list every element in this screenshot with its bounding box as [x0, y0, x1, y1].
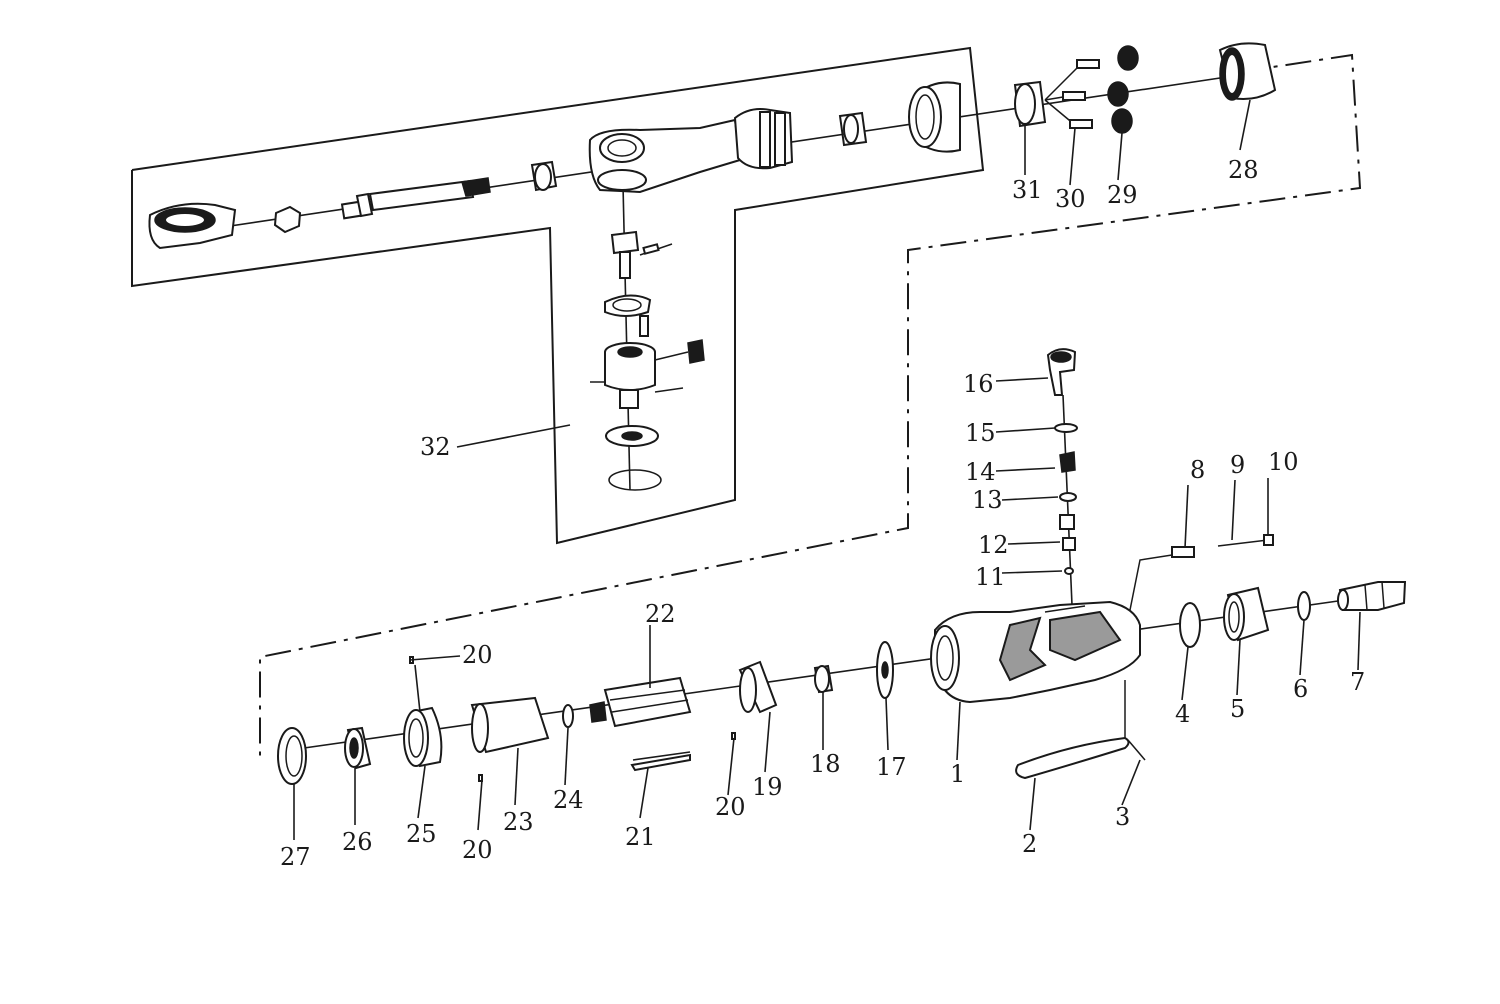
callout-18: 18	[810, 750, 841, 778]
callout-31: 31	[1012, 176, 1043, 204]
part-1-housing	[930, 600, 1141, 704]
callout-13: 13	[972, 486, 1003, 514]
small-nut	[273, 205, 302, 234]
callout-16: 16	[963, 370, 994, 398]
part-19-end-plate	[738, 660, 778, 714]
callout-20-right: 20	[715, 793, 746, 821]
callout-9: 9	[1230, 451, 1245, 479]
callout-1: 1	[950, 760, 965, 788]
part-7-air-inlet	[1337, 581, 1407, 611]
part-24-washer	[562, 704, 574, 728]
threaded-collar	[908, 81, 961, 153]
callout-8: 8	[1190, 456, 1205, 484]
part-5-inlet-nut	[1223, 586, 1270, 642]
part-27-oring	[277, 727, 307, 785]
callout-17: 17	[876, 753, 907, 781]
part-17-plate	[876, 641, 894, 699]
callout-10: 10	[1268, 448, 1299, 476]
dashed-assembly-line	[259, 53, 1362, 762]
callout-21: 21	[625, 823, 656, 851]
parts-8-10-regulator	[1129, 534, 1274, 611]
pawl-block	[610, 230, 673, 279]
pin-small	[639, 315, 649, 337]
part-2-trigger	[1015, 680, 1130, 780]
callout-15: 15	[965, 419, 996, 447]
callout-25: 25	[406, 820, 437, 848]
part-29-rollers	[1107, 45, 1139, 134]
callout-26: 26	[342, 828, 373, 856]
valve-stack	[1046, 348, 1078, 575]
yoke-housing	[588, 108, 794, 194]
callout-28: 28	[1228, 156, 1259, 184]
callout-29: 29	[1107, 181, 1138, 209]
callout-20-bottom: 20	[462, 836, 493, 864]
part-21-vane	[630, 751, 691, 772]
callout-3: 3	[1115, 803, 1130, 831]
ratchet-head-ring	[148, 202, 237, 250]
part-25-end-plate	[403, 706, 443, 768]
callout-5: 5	[1230, 695, 1245, 723]
reverse-knob	[590, 339, 705, 409]
callout-14: 14	[965, 458, 996, 486]
callout-23: 23	[503, 808, 534, 836]
part-30-pins	[1062, 59, 1100, 129]
part-31-hub	[1013, 80, 1047, 128]
callout-12: 12	[978, 531, 1009, 559]
callout-19: 19	[752, 773, 783, 801]
snap-ring	[608, 469, 662, 491]
callout-27: 27	[280, 843, 311, 871]
part-23-cylinder	[470, 696, 550, 754]
part-3-pin	[1127, 739, 1146, 761]
part-4-oring	[1179, 602, 1201, 648]
callout-4: 4	[1175, 700, 1190, 728]
part-6-oring	[1297, 591, 1311, 621]
washer-upper	[604, 294, 652, 317]
bushing	[838, 111, 868, 147]
washer-lower	[605, 425, 659, 447]
part-28-cap	[1218, 42, 1277, 101]
callout-7: 7	[1350, 668, 1365, 696]
callout-11: 11	[975, 563, 1006, 591]
callout-24: 24	[553, 786, 584, 814]
head-assembly-frame	[131, 46, 985, 545]
callout-30: 30	[1055, 185, 1086, 213]
part-26-bearing	[344, 726, 372, 770]
callout-labels: 1 2 3 4 5 6 7 8 9 10 11 12 13 14 15 16 1…	[280, 156, 1365, 871]
part-18-bearing	[813, 664, 834, 694]
callout-6: 6	[1293, 675, 1308, 703]
needle-bearing	[530, 160, 558, 192]
callout-32: 32	[420, 433, 451, 461]
part-22-rotor	[589, 676, 692, 728]
callout-22: 22	[645, 600, 676, 628]
drive-shaft	[340, 177, 491, 220]
leader-lines	[293, 99, 1361, 840]
callout-2: 2	[1022, 830, 1037, 858]
callout-20-top: 20	[462, 641, 493, 669]
